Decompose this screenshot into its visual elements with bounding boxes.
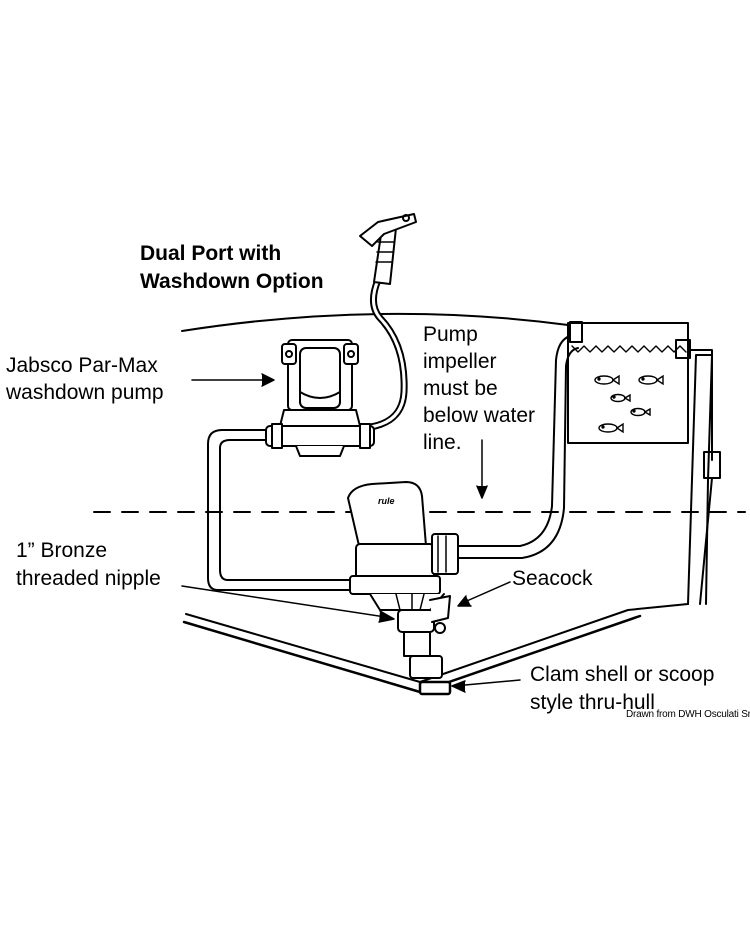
impeller-note-2: impeller <box>423 350 497 373</box>
transom-line <box>687 354 713 605</box>
rule-pump <box>347 481 459 611</box>
thru-hull-label-1: Clam shell or scoop <box>530 663 715 686</box>
arrow-seacock <box>459 581 511 605</box>
overflow-drain <box>699 477 713 605</box>
overflow-hose <box>689 349 713 461</box>
pump-brand: rule <box>378 496 395 506</box>
hull-outline <box>185 603 689 683</box>
washdown-pump-label-2: washdown pump <box>6 381 164 404</box>
spray-nozzle-icon <box>359 213 417 285</box>
impeller-note-5: line. <box>423 431 462 454</box>
livewell-feed-hose <box>457 335 571 547</box>
pointer-arrows <box>181 373 521 693</box>
bronze-nipple-label-2: threaded nipple <box>16 567 161 590</box>
livewell-water <box>571 345 687 353</box>
title-line-2: Washdown Option <box>140 270 324 293</box>
impeller-note-1: Pump <box>423 323 478 346</box>
impeller-note-3: must be <box>423 377 498 400</box>
livewell-inlet-fitting <box>569 321 583 343</box>
title-line-1: Dual Port with <box>140 242 282 265</box>
impeller-note-4: below water <box>423 404 536 427</box>
thru-hull-fitting <box>418 680 452 696</box>
seacock <box>397 595 451 679</box>
fish-icon <box>594 374 664 434</box>
washdown-pump-label-1: Jabsco Par-Max <box>6 354 158 377</box>
seacock-label: Seacock <box>512 567 593 590</box>
thru-hull-label-2: style thru-hull <box>530 691 655 714</box>
bronze-nipple-label-1: 1” Bronze <box>16 539 108 562</box>
jabsco-pump <box>265 339 375 457</box>
washdown-feed-hose <box>207 429 353 591</box>
livewell-tank <box>567 322 689 444</box>
credit-text: Drawn from DWH Osculati Srl <box>626 709 750 720</box>
arrow-bronze-nipple <box>181 585 393 619</box>
